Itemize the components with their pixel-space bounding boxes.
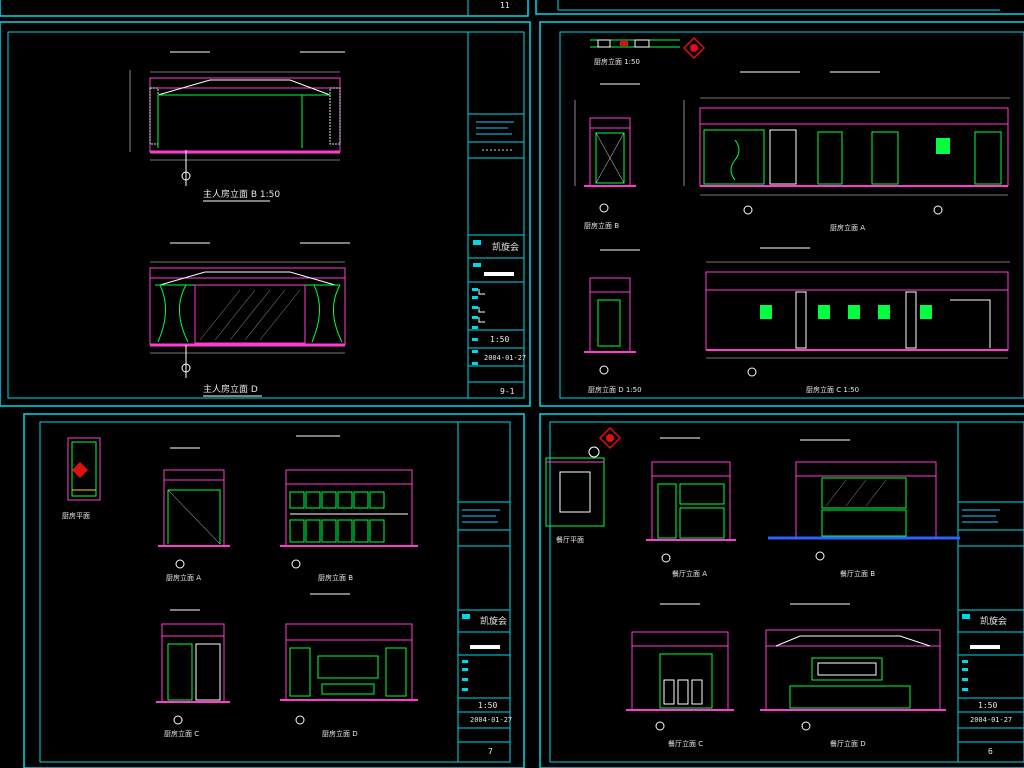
view-caption: 主人房立面 B 1:50	[203, 188, 280, 200]
sheet-inner-frame	[39, 421, 511, 763]
scale-label: 1:50	[478, 701, 497, 710]
view-caption: 厨房立面 A	[830, 223, 865, 232]
sheet-6: 凯旋会 1:50 2004-01-27 6	[539, 413, 1024, 768]
dining-plan: 餐厅平面	[545, 426, 622, 544]
elevation-master-d: 主人房立面 D	[149, 242, 350, 397]
title-block: 凯旋会 1:50 2004-01-27 9-1	[468, 113, 526, 396]
kitchen-elevation-c: 厨房立面 C	[156, 609, 230, 738]
top-strip: 11	[0, 0, 1024, 17]
scale-label: 1:50	[490, 335, 509, 344]
sheet-9-1: 凯旋会 1:50 2004-01-27 9-1	[0, 21, 531, 407]
date-label: 2004-01-27	[484, 354, 526, 362]
sheet-inner-frame	[7, 31, 525, 399]
view-caption: 厨房立面 C 1:50	[806, 385, 859, 394]
sheet-10: 厨房立面 1:50 厨房立面 B	[539, 21, 1024, 407]
dining-elevation-c: 餐厅立面 C	[626, 603, 734, 748]
sheet-outer-frame	[23, 413, 525, 768]
kitchen-plan: 厨房平面	[62, 437, 101, 520]
view-caption: 厨房立面 B	[318, 573, 353, 582]
sheet-number: 6	[988, 747, 993, 756]
sheet-outer-frame	[0, 21, 531, 407]
view-caption: 餐厅立面 B	[840, 569, 875, 578]
sheet-number: 7	[488, 747, 493, 756]
kitchen-elevation-b-small: 厨房立面 B	[574, 83, 640, 230]
project-name: 凯旋会	[980, 615, 1007, 627]
sheet-inner-frame	[549, 421, 1024, 763]
top-sheet-number: 11	[500, 1, 510, 10]
date-label: 2004-01-27	[970, 716, 1012, 724]
kitchen-elevation-a: 厨房立面 A	[158, 447, 230, 582]
project-name: 凯旋会	[492, 241, 519, 253]
dining-elevation-d: 餐厅立面 D	[760, 603, 946, 748]
view-caption: 厨房立面 1:50	[594, 57, 640, 66]
compass-marker	[682, 36, 706, 60]
key-plan: 厨房立面 1:50	[590, 36, 706, 66]
sheet-7: 凯旋会 1:50 2004-01-27 7 厨房平面	[23, 413, 525, 768]
sheet-outer-frame	[539, 413, 1024, 768]
project-name: 凯旋会	[480, 615, 507, 627]
kitchen-elevation-d-small: 厨房立面 D 1:50	[584, 249, 642, 394]
scale-label: 1:50	[978, 701, 997, 710]
view-caption: 餐厅平面	[556, 535, 584, 544]
view-caption: 餐厅立面 A	[672, 569, 707, 578]
sheet-outer-frame	[539, 21, 1024, 407]
kitchen-elevation-b: 厨房立面 B	[280, 435, 418, 582]
title-block: 凯旋会 1:50 2004-01-27 7	[458, 501, 512, 756]
view-caption: 厨房立面 D	[322, 729, 358, 738]
view-caption: 厨房立面 D 1:50	[588, 385, 642, 394]
date-label: 2004-01-27	[470, 716, 512, 724]
kitchen-elevation-c: 厨房立面 C 1:50	[705, 247, 1010, 394]
compass-marker	[598, 426, 622, 450]
view-caption: 餐厅立面 C	[668, 739, 703, 748]
view-caption: 厨房立面 B	[584, 221, 619, 230]
sheet-number: 9-1	[500, 387, 515, 396]
view-caption: 厨房平面	[62, 511, 90, 520]
dining-elevation-b: 餐厅立面 B	[768, 439, 960, 578]
elevation-master-b: 主人房立面 B 1:50	[129, 51, 345, 202]
view-caption: 厨房立面 C	[164, 729, 199, 738]
title-block: 凯旋会 1:50 2004-01-27 6	[958, 501, 1024, 756]
view-caption: 餐厅立面 D	[830, 739, 866, 748]
sheet-inner-frame	[559, 31, 1024, 399]
view-caption: 厨房立面 A	[166, 573, 201, 582]
dining-elevation-a: 餐厅立面 A	[646, 437, 736, 578]
kitchen-elevation-a: 厨房立面 A	[683, 71, 1010, 232]
kitchen-elevation-d: 厨房立面 D	[280, 593, 418, 738]
view-caption: 主人房立面 D	[203, 383, 258, 395]
